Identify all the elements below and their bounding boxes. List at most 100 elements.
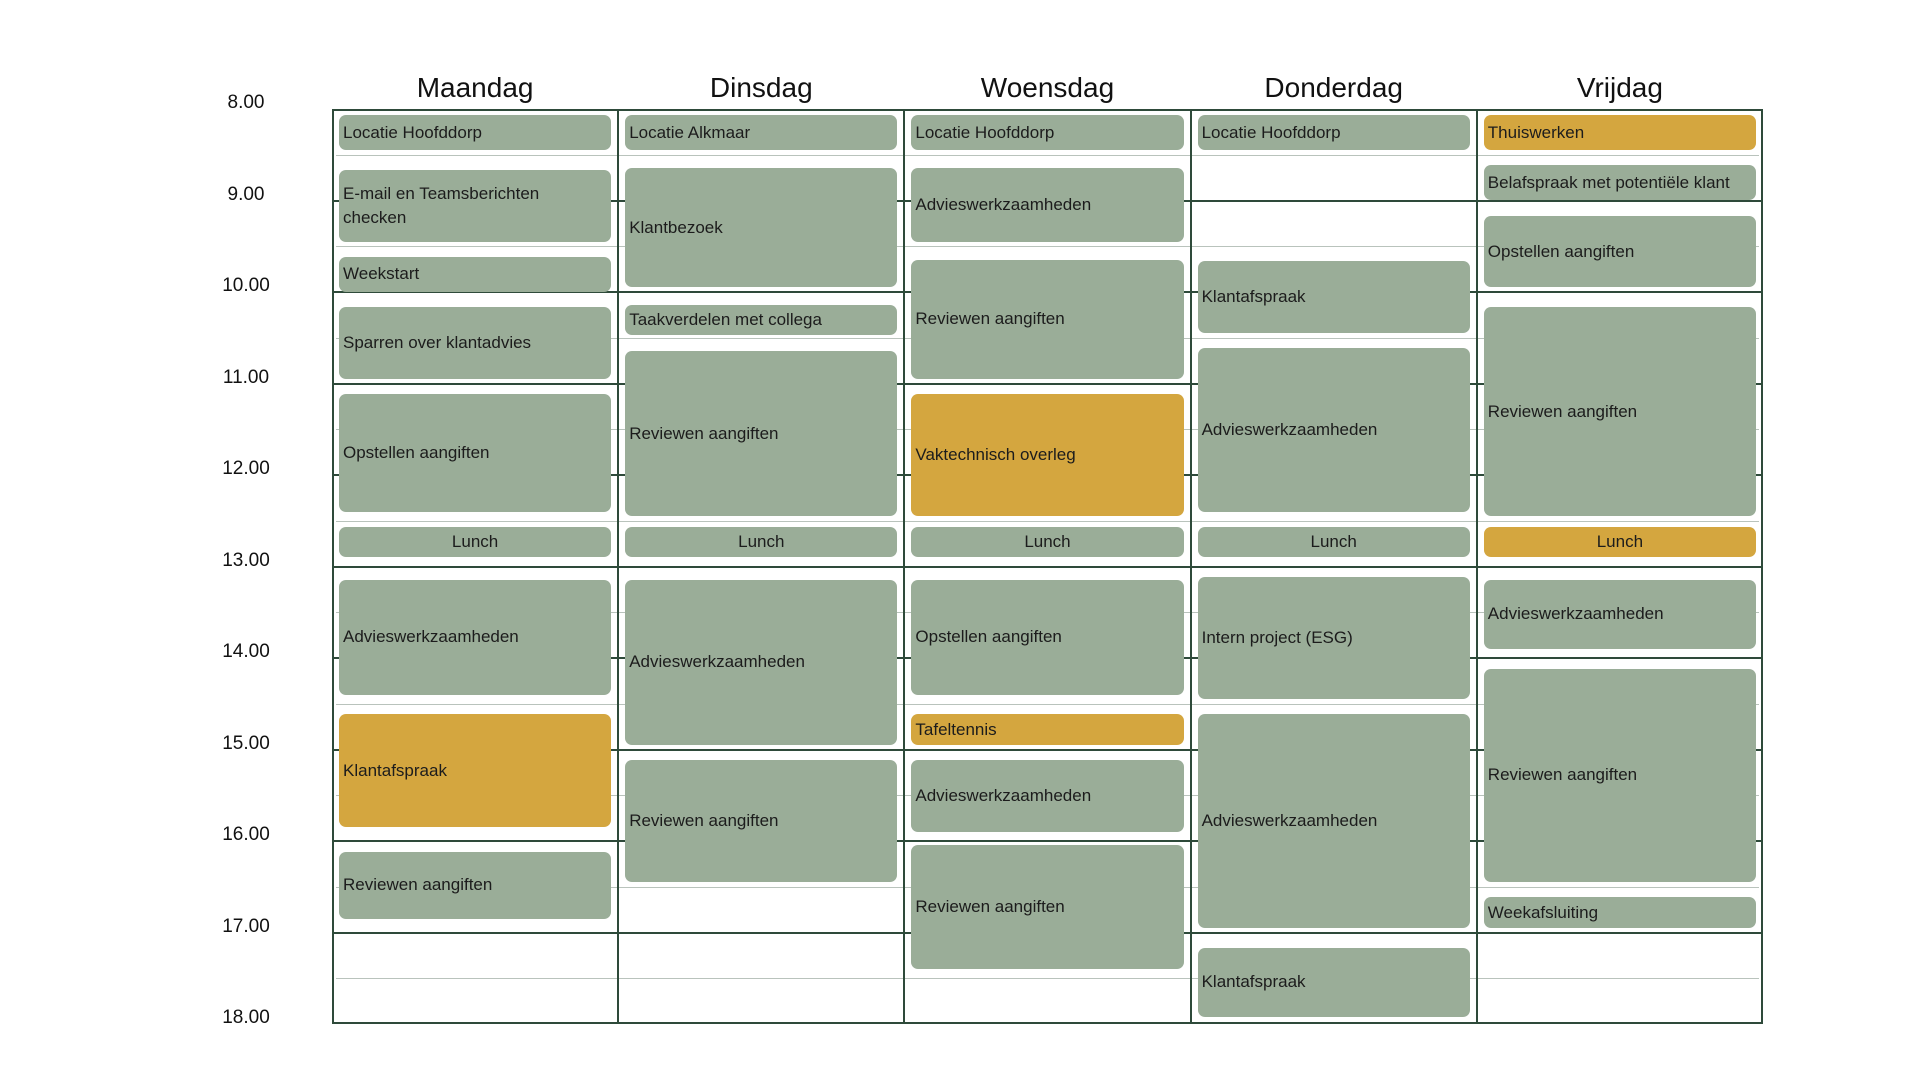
day-header-maandag: Maandag [416,72,534,103]
calendar-event[interactable]: Sparren over klantadvies [339,307,612,379]
event-title: Advieswerkzaamheden [915,785,1092,805]
time-label: 17.00 [222,915,270,937]
calendar-event[interactable]: Thuiswerken [1483,115,1756,151]
event-title: Sparren over klantadvies [343,333,532,353]
event-title: Klantbezoek [629,217,723,237]
event-title: Reviewen aangiften [343,875,493,895]
calendar-event[interactable]: Lunch [1483,526,1756,558]
event-title: Locatie Hoofddorp [915,122,1055,142]
day-header-vrijdag: Vrijdag [1576,72,1663,103]
calendar-event[interactable]: Reviewen aangiften [625,760,898,883]
event-title: Lunch [451,532,499,552]
calendar-event[interactable]: Locatie Hoofddorp [339,115,612,151]
event-title: Klantafspraak [1201,287,1306,307]
half-hour-gridline [336,246,1759,248]
calendar-event[interactable]: Lunch [339,526,612,558]
event-title: Reviewen aangiften [1487,765,1638,785]
event-title: Reviewen aangiften [915,309,1065,329]
calendar-event[interactable]: Klantafspraak [339,714,612,828]
hour-gridline [332,565,1763,568]
calendar-event[interactable]: Weekafsluiting [1483,897,1756,928]
calendar-event[interactable]: Opstellen aangiften [911,579,1184,695]
day-header-dinsdag: Dinsdag [709,72,813,103]
day-column-separator [903,109,906,1024]
time-label: 18.00 [222,1007,270,1028]
event-title: Lunch [738,532,785,552]
calendar-event[interactable]: Reviewen aangiften [1483,307,1756,517]
event-title: Klantafspraak [343,760,447,780]
calendar-event[interactable]: Belafspraak met potentiële klant [1483,165,1756,201]
calendar-event[interactable]: Klantafspraak [1197,261,1470,334]
half-hour-gridline [336,703,1759,705]
calendar-event[interactable]: Lunch [1197,526,1470,558]
time-label: 13.00 [222,549,270,571]
half-hour-gridline [336,978,1759,980]
time-label: 16.00 [222,824,270,845]
calendar-event[interactable]: Opstellen aangiften [339,394,612,512]
calendar-event[interactable]: Advieswerkzaamheden [911,760,1184,832]
event-title: Lunch [1310,532,1357,552]
hour-gridline [332,382,1763,385]
calendar-event[interactable]: Opstellen aangiften [1483,215,1756,288]
time-label: 11.00 [222,366,270,388]
event-title: Lunch [1596,532,1644,552]
calendar-event[interactable]: Advieswerkzaamheden [1197,714,1470,928]
event-title: Vaktechnisch overleg [915,445,1076,465]
calendar-event[interactable]: Tafeltennis [911,714,1184,745]
calendar-event[interactable]: E-mail en Teamsberichten checken [339,169,612,242]
event-title: Locatie Alkmaar [629,122,751,142]
calendar-event[interactable]: Reviewen aangiften [911,845,1184,970]
day-column-separator [1475,109,1478,1024]
time-label: 8.00 [227,92,265,113]
day-column-separator [1189,109,1192,1024]
event-title: Advieswerkzaamheden [1487,604,1664,624]
calendar-event[interactable]: Advieswerkzaamheden [625,579,898,745]
calendar-event[interactable]: Advieswerkzaamheden [1197,348,1470,512]
calendar-event[interactable]: Advieswerkzaamheden [339,579,612,695]
event-title: Advieswerkzaamheden [343,627,519,647]
calendar-event[interactable]: Lunch [911,526,1184,558]
calendar-event[interactable]: Locatie Alkmaar [625,115,898,151]
calendar-event[interactable]: Klantafspraak [1197,947,1470,1017]
half-hour-gridline [336,520,1759,522]
calendar-event[interactable]: Lunch [625,526,898,558]
event-title: Locatie Hoofddorp [343,122,482,142]
calendar-event[interactable]: Intern project (ESG) [1197,577,1470,700]
event-title: Intern project (ESG) [1201,628,1353,648]
calendar-event[interactable]: Vaktechnisch overleg [911,394,1184,517]
event-title: Klantafspraak [1201,972,1306,992]
calendar-event[interactable]: Reviewen aangiften [625,351,898,517]
day-header-donderdag: Donderdag [1264,72,1403,103]
calendar-event[interactable]: Reviewen aangiften [911,259,1184,379]
event-title: Advieswerkzaamheden [1201,419,1378,439]
hour-gridline [332,840,1763,842]
calendar-event[interactable]: Reviewen aangiften [339,851,612,919]
event-title: Reviewen aangiften [915,897,1065,917]
time-label: 9.00 [227,183,265,205]
event-title: Reviewen aangiften [629,811,779,831]
calendar-event[interactable]: Locatie Hoofddorp [1197,115,1470,151]
calendar-event[interactable]: Advieswerkzaamheden [911,168,1184,242]
event-title: Lunch [1024,532,1071,552]
event-title: Weekstart [343,264,420,284]
calendar-event[interactable]: Locatie Hoofddorp [911,115,1184,151]
time-label: 14.00 [222,641,270,662]
calendar-event[interactable]: Klantbezoek [625,168,898,288]
day-column-separator [617,109,620,1024]
time-label: 12.00 [222,458,270,479]
event-title: Reviewen aangiften [1487,401,1638,421]
event-title: Tafeltennis [915,719,997,739]
event-title: Advieswerkzaamheden [915,194,1092,214]
event-title: Advieswerkzaamheden [629,652,805,672]
event-title: Opstellen aangiften [915,627,1062,647]
hour-gridline [332,748,1763,751]
event-title: Locatie Hoofddorp [1201,122,1341,142]
calendar-event[interactable]: Reviewen aangiften [1483,668,1756,883]
calendar-event[interactable]: Weekstart [339,256,612,292]
calendar-event[interactable]: Taakverdelen met collega [625,305,898,336]
time-label: 15.00 [222,732,270,754]
event-title: Weekafsluiting [1487,902,1599,922]
calendar-event[interactable]: Advieswerkzaamheden [1483,579,1756,649]
event-title: Thuiswerken [1487,122,1585,142]
